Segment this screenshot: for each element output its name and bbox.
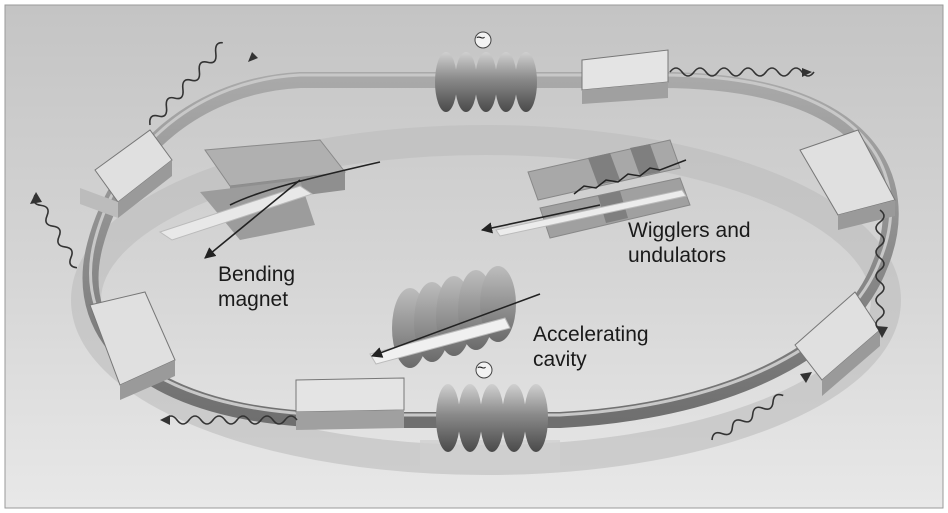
accelerating-cavity-label: Accelerating cavity: [533, 322, 649, 372]
bending-magnet-label-line1: Bending: [218, 263, 296, 286]
bending-magnet-detail: [158, 139, 381, 259]
accelerating-cavity-detail: [369, 266, 541, 368]
rf-source-icon-top: ~: [476, 30, 486, 47]
accelerating-cavity-label-line2: cavity: [533, 348, 587, 371]
wigglers-label-line1: Wigglers and: [628, 219, 751, 242]
accelerating-cavity-label-line1: Accelerating: [533, 323, 649, 346]
bending-magnet-label: Bending magnet: [218, 262, 295, 312]
ring-rf-cavity-top: [435, 31, 537, 112]
ring-insertion-devices: [295, 49, 669, 430]
wigglers-label-line2: undulators: [628, 244, 727, 267]
radiation-arrowheads: [30, 52, 888, 425]
radiation-waves: [33, 41, 885, 441]
ring-bending-magnets: [80, 129, 896, 400]
ring-rf-cavity-bottom: [436, 361, 548, 452]
bending-magnet-label-line2: magnet: [218, 288, 289, 311]
rf-source-icon-bottom: ~: [477, 360, 487, 377]
wiggler-detail: [480, 139, 691, 239]
wigglers-undulators-label: Wigglers and undulators: [628, 218, 751, 268]
